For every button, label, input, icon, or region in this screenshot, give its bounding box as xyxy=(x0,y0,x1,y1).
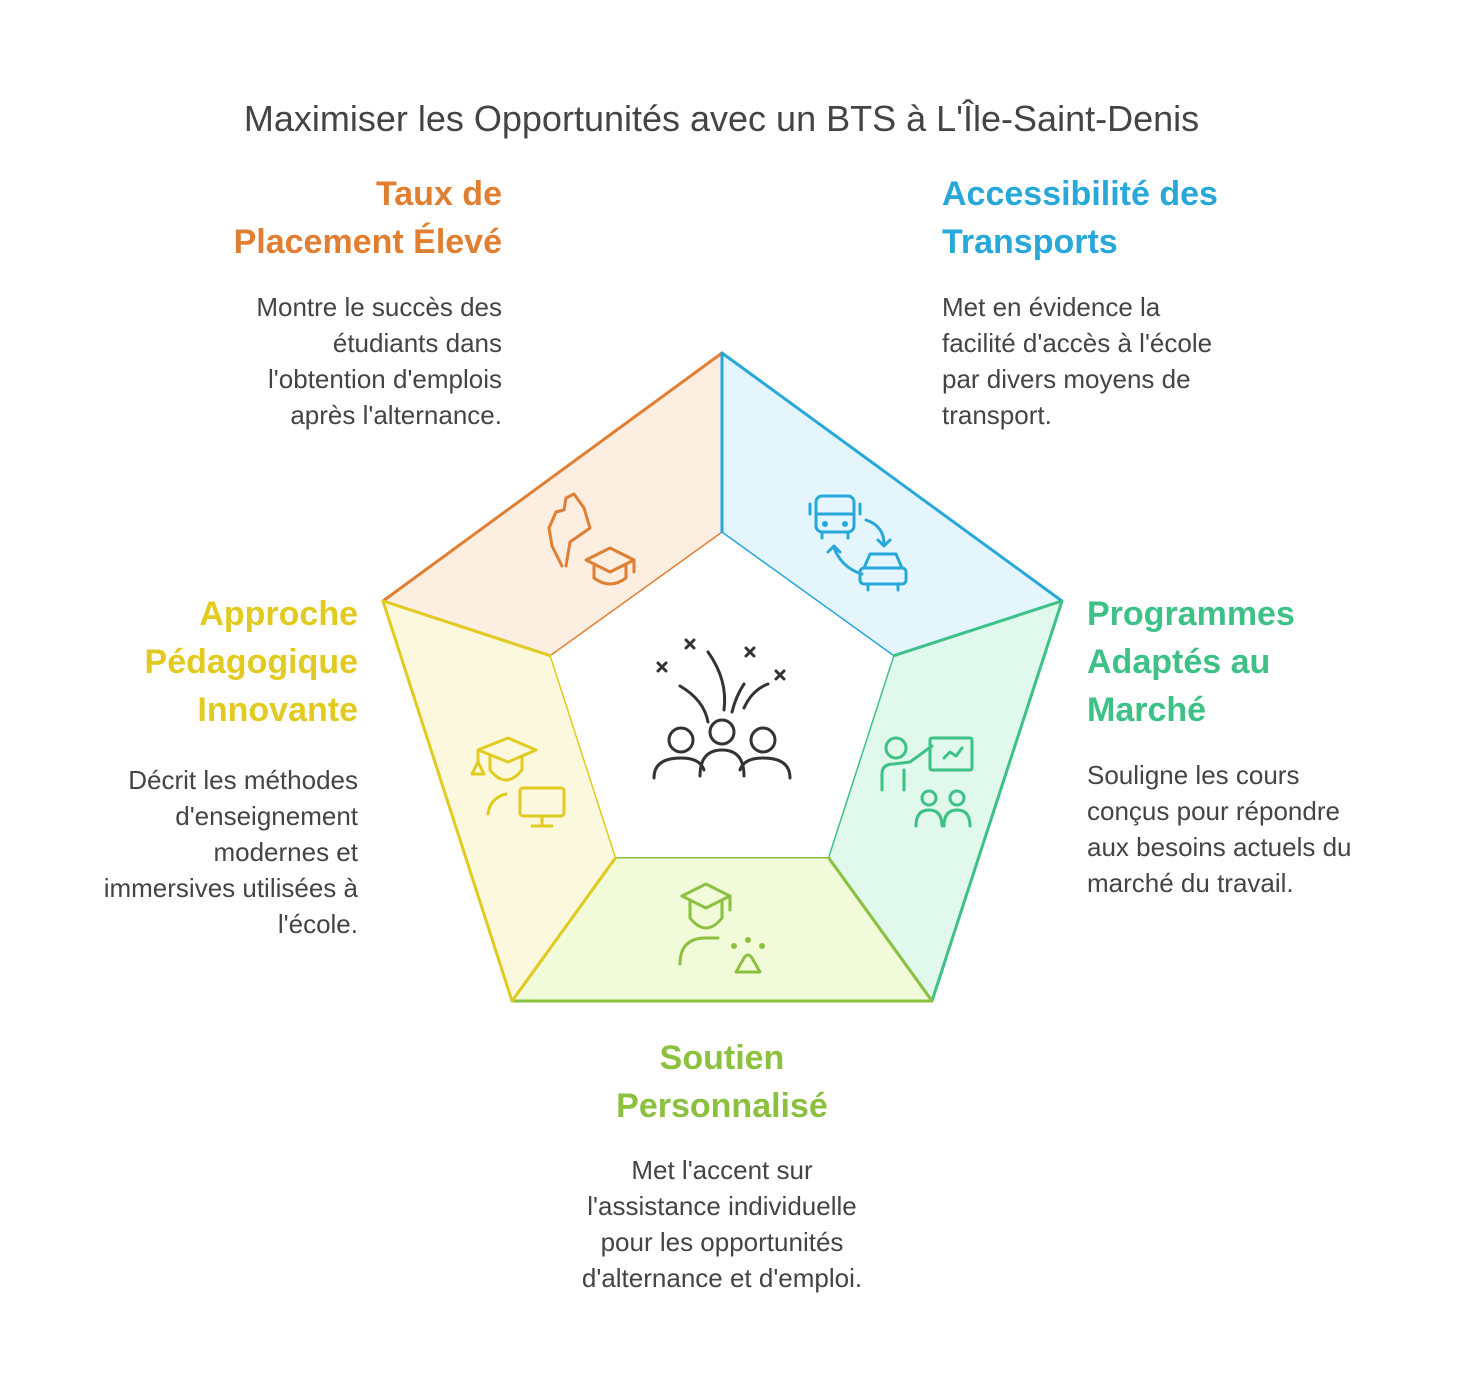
heading-approche: Approche Pédagogique Innovante xyxy=(144,595,358,729)
description-soutien: Met l'accent sur l'assistance individuel… xyxy=(581,1155,863,1293)
description-programmes: Souligne les cours conçus pour répondre … xyxy=(1087,760,1352,898)
heading-soutien: Soutien Personnalisé xyxy=(616,1039,828,1125)
description-placement: Montre le succès des étudiants dans l'ob… xyxy=(256,292,502,430)
bus-car-exchange-icon xyxy=(808,494,908,592)
graduate-computer-icon xyxy=(470,736,566,828)
celebrating-group-icon xyxy=(652,638,792,780)
heading-placement: Taux de Placement Élevé xyxy=(233,175,502,261)
person-graduation-cap-icon xyxy=(547,492,636,586)
center-pentagon xyxy=(551,533,893,857)
page-title: Maximiser les Opportunités avec un BTS à… xyxy=(243,98,1200,139)
teacher-presentation-icon xyxy=(880,736,974,828)
description-approche: Décrit les méthodes d'enseignement moder… xyxy=(103,765,358,939)
description-transports: Met en évidence la facilité d'accès à l'… xyxy=(942,292,1213,430)
heading-transports: Accessibilité des Transports xyxy=(942,175,1218,261)
heading-programmes: Programmes Adaptés au Marché xyxy=(1087,595,1295,729)
graduate-support-icon xyxy=(678,882,765,974)
